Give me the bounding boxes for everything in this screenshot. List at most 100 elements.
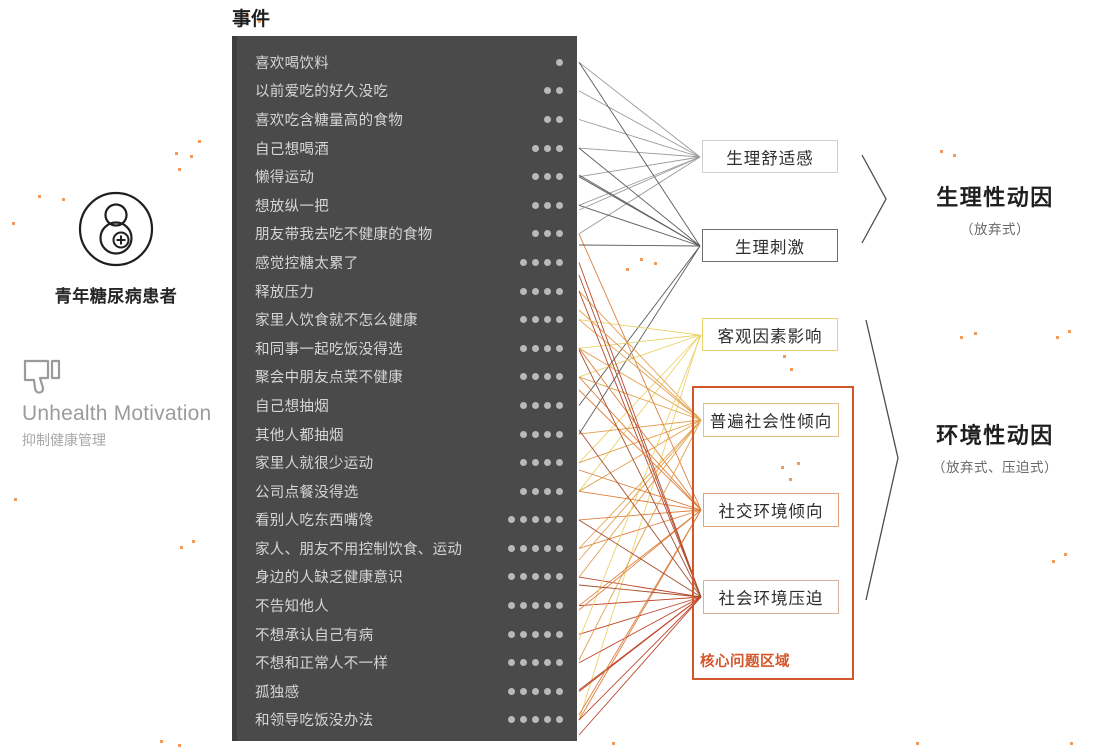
weight-dot bbox=[508, 516, 515, 524]
event-row[interactable]: 不想和正常人不一样 bbox=[237, 648, 577, 677]
weight-dot bbox=[532, 687, 539, 695]
decorative-dot bbox=[14, 498, 17, 501]
person-plus-circle-icon bbox=[78, 191, 154, 267]
decorative-dot bbox=[916, 742, 919, 745]
link-line bbox=[578, 334, 701, 378]
event-row[interactable]: 喜欢喝饮料 bbox=[237, 48, 577, 77]
event-row[interactable]: 朋友带我去吃不健康的食物 bbox=[237, 220, 577, 249]
category-box-social-environment-pressure[interactable]: 社会环境压迫 bbox=[703, 580, 839, 614]
decorative-dot bbox=[612, 742, 615, 745]
event-row[interactable]: 孤独感 bbox=[237, 677, 577, 706]
event-label: 自己想抽烟 bbox=[255, 398, 329, 415]
link-line bbox=[578, 419, 702, 435]
event-row[interactable]: 释放压力 bbox=[237, 277, 577, 306]
link-line bbox=[578, 509, 702, 716]
event-row[interactable]: 喜欢吃含糖量高的食物 bbox=[237, 105, 577, 134]
event-row[interactable]: 不想承认自己有病 bbox=[237, 620, 577, 649]
link-line bbox=[578, 596, 702, 736]
event-label: 想放纵一把 bbox=[255, 198, 329, 215]
link-line bbox=[578, 61, 701, 158]
event-row[interactable]: 身边的人缺乏健康意识 bbox=[237, 563, 577, 592]
event-weight-dots bbox=[495, 115, 563, 123]
event-label: 喜欢喝饮料 bbox=[255, 55, 329, 72]
events-title: 事件 bbox=[232, 9, 271, 30]
decorative-dot bbox=[192, 540, 195, 543]
decorative-dot bbox=[1052, 560, 1055, 563]
event-label: 和同事一起吃饭没得选 bbox=[255, 341, 403, 358]
event-label: 不告知他人 bbox=[255, 599, 329, 616]
weight-dot bbox=[556, 87, 563, 95]
link-line bbox=[578, 156, 701, 178]
link-line bbox=[578, 419, 702, 464]
event-label: 懒得运动 bbox=[255, 170, 315, 187]
weight-dot bbox=[556, 716, 563, 724]
link-line bbox=[578, 596, 702, 721]
event-row[interactable]: 和领导吃饭没办法 bbox=[237, 706, 577, 735]
category-box-general-social-tendency[interactable]: 普遍社会性倾向 bbox=[703, 403, 839, 437]
event-weight-dots bbox=[495, 173, 563, 181]
weight-dot bbox=[532, 487, 539, 495]
category-box-social-environment-tendency[interactable]: 社交环境倾向 bbox=[703, 493, 839, 527]
event-row[interactable]: 感觉控糖太累了 bbox=[237, 248, 577, 277]
event-row[interactable]: 和同事一起吃饭没得选 bbox=[237, 334, 577, 363]
weight-dot bbox=[520, 401, 527, 409]
link-line bbox=[578, 334, 701, 464]
events-panel: 喜欢喝饮料以前爱吃的好久没吃喜欢吃含糖量高的食物自己想喝酒懒得运动想放纵一把朋友… bbox=[232, 36, 577, 741]
decorative-dot bbox=[960, 336, 963, 339]
link-line bbox=[578, 156, 701, 211]
weight-dot bbox=[532, 230, 539, 238]
link-line bbox=[578, 290, 702, 421]
weight-dot bbox=[532, 459, 539, 467]
weight-dot bbox=[544, 630, 551, 638]
event-row[interactable]: 自己想抽烟 bbox=[237, 391, 577, 420]
event-row[interactable]: 家人、朋友不用控制饮食、运动 bbox=[237, 534, 577, 563]
weight-dot bbox=[544, 316, 551, 324]
link-line bbox=[578, 596, 702, 635]
event-row[interactable]: 家里人饮食就不怎么健康 bbox=[237, 305, 577, 334]
event-row[interactable]: 公司点餐没得选 bbox=[237, 477, 577, 506]
decorative-dot bbox=[178, 168, 181, 171]
event-weight-dots bbox=[495, 687, 563, 695]
weight-dot bbox=[544, 344, 551, 352]
link-line bbox=[578, 419, 702, 561]
link-line bbox=[578, 509, 702, 721]
weight-dot bbox=[556, 687, 563, 695]
weight-dot bbox=[556, 201, 563, 209]
weight-dot bbox=[556, 316, 563, 324]
weight-dot bbox=[556, 287, 563, 295]
weight-dot bbox=[532, 201, 539, 209]
event-weight-dots bbox=[495, 230, 563, 238]
core-problem-region-box bbox=[692, 386, 854, 680]
event-row[interactable]: 以前爱吃的好久没吃 bbox=[237, 77, 577, 106]
link-line bbox=[578, 156, 701, 206]
event-weight-dots bbox=[495, 459, 563, 467]
link-line bbox=[578, 334, 702, 641]
event-row[interactable]: 其他人都抽烟 bbox=[237, 420, 577, 449]
event-row[interactable]: 不告知他人 bbox=[237, 591, 577, 620]
event-row[interactable]: 想放纵一把 bbox=[237, 191, 577, 220]
weight-dot bbox=[544, 201, 551, 209]
decorative-dot bbox=[180, 546, 183, 549]
event-label: 不想承认自己有病 bbox=[255, 627, 374, 644]
weight-dot bbox=[532, 287, 539, 295]
event-weight-dots bbox=[495, 344, 563, 352]
event-row[interactable]: 家里人就很少运动 bbox=[237, 448, 577, 477]
link-line bbox=[578, 469, 702, 511]
event-row[interactable]: 聚会中朋友点菜不健康 bbox=[237, 363, 577, 392]
decorative-dot bbox=[198, 140, 201, 143]
weight-dot bbox=[532, 630, 539, 638]
link-line bbox=[578, 596, 702, 607]
category-box-objective-factors[interactable]: 客观因素影响 bbox=[702, 318, 838, 351]
event-label: 释放压力 bbox=[255, 284, 315, 301]
event-weight-dots bbox=[495, 87, 563, 95]
event-row[interactable]: 自己想喝酒 bbox=[237, 134, 577, 163]
category-box-physiological-comfort[interactable]: 生理舒适感 bbox=[702, 140, 838, 173]
event-label: 聚会中朋友点菜不健康 bbox=[255, 370, 403, 387]
weight-dot bbox=[544, 516, 551, 524]
core-problem-region-label: 核心问题区域 bbox=[700, 654, 790, 670]
weight-dot bbox=[520, 602, 527, 610]
event-row[interactable]: 懒得运动 bbox=[237, 162, 577, 191]
link-line bbox=[578, 319, 702, 421]
event-row[interactable]: 看别人吃东西嘴馋 bbox=[237, 506, 577, 535]
category-box-physiological-stimulus[interactable]: 生理刺激 bbox=[702, 229, 838, 262]
